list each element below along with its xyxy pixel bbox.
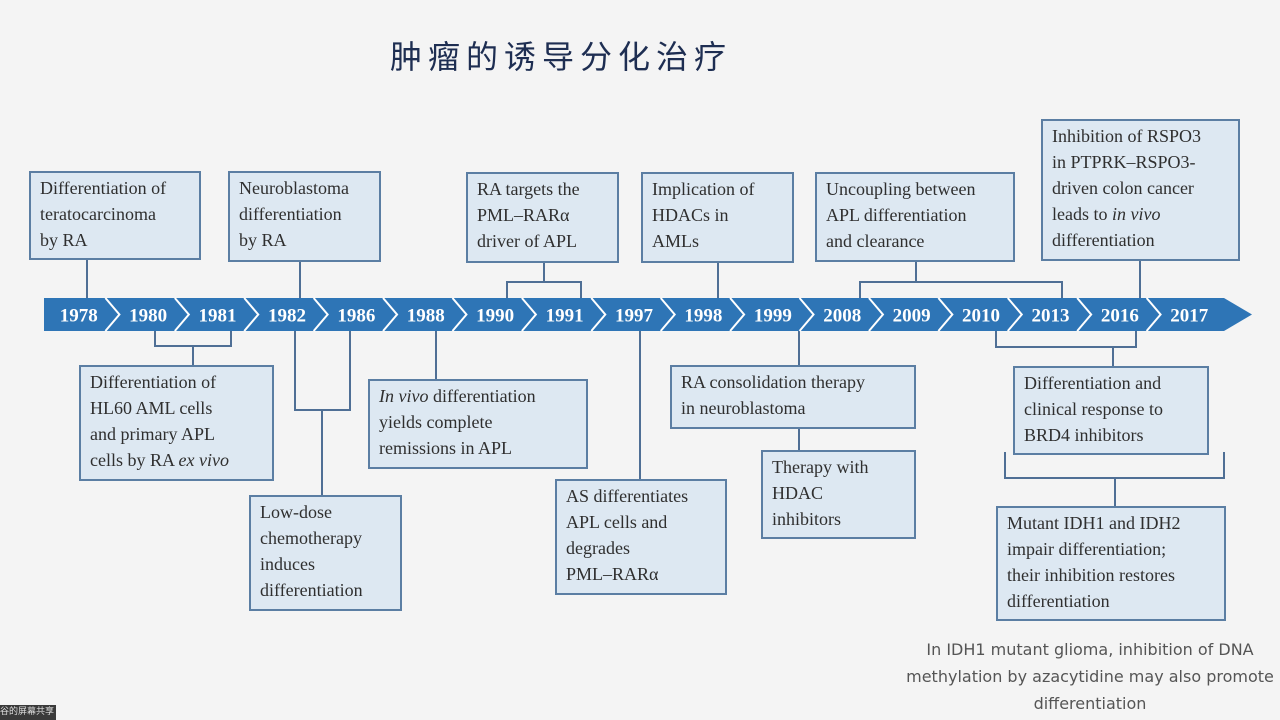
screen-share-label: 谷的屏幕共享 xyxy=(0,705,56,720)
event-box-1988: In vivo differentiation yields complete … xyxy=(368,379,588,469)
year-separator xyxy=(1076,297,1093,332)
year-separator xyxy=(1145,297,1162,332)
year-label: 2010 xyxy=(962,306,1000,327)
timeline-band: 1978 1980 1981 1982 1986 1988 1990 1991 1997 1998… xyxy=(44,297,1252,332)
connector-lines xyxy=(86,259,1225,507)
event-box-2008-2013: Uncoupling between APL differentiation a… xyxy=(815,172,1015,262)
year-label: 1981 xyxy=(199,306,237,327)
year-separator xyxy=(451,297,468,332)
year-separator xyxy=(174,297,191,332)
year-separator xyxy=(312,297,329,332)
year-label: 1998 xyxy=(684,306,722,327)
event-box-1982: Neuroblastoma differentiation by RA xyxy=(228,171,381,262)
year-separator xyxy=(659,297,677,332)
event-box-1978: Differentiation of teratocarcinoma by RA xyxy=(29,171,201,260)
year-label: 1988 xyxy=(407,306,445,327)
year-label: 2009 xyxy=(893,306,931,327)
year-label: 1980 xyxy=(129,306,167,327)
event-box-idh: Mutant IDH1 and IDH2 impair differentiat… xyxy=(996,506,1226,621)
event-box-1980-1981: Differentiation of HL60 AML cells and pr… xyxy=(79,365,274,481)
event-box-2016: Inhibition of RSPO3 in PTPRK–RSPO3- driv… xyxy=(1041,119,1240,261)
year-label: 1986 xyxy=(337,306,375,327)
year-separator xyxy=(798,297,815,332)
event-box-1999-hdac: Therapy with HDAC inhibitors xyxy=(761,450,916,539)
year-separator xyxy=(104,297,121,332)
year-separator xyxy=(521,297,538,332)
year-label: 2016 xyxy=(1101,306,1139,327)
year-label: 1997 xyxy=(615,306,654,327)
year-separator xyxy=(729,297,746,332)
year-label: 1999 xyxy=(754,306,792,327)
year-separator xyxy=(243,297,260,332)
event-box-1990-1991: RA targets the PML–RARα driver of APL xyxy=(466,172,619,263)
year-label: 2013 xyxy=(1031,306,1069,327)
year-label: 2008 xyxy=(823,306,861,327)
year-separator xyxy=(868,297,885,332)
year-label: 2017 xyxy=(1170,306,1209,327)
year-label: 1982 xyxy=(268,306,306,327)
year-label: 1991 xyxy=(546,306,584,327)
event-box-1982-1986: Low-dose chemotherapy induces differenti… xyxy=(249,495,402,611)
year-separator xyxy=(1007,297,1024,332)
year-separator xyxy=(382,297,399,332)
event-box-2010-2016: Differentiation and clinical response to… xyxy=(1013,366,1209,455)
year-separator xyxy=(937,297,954,332)
page-title: 肿瘤的诱导分化治疗 xyxy=(390,38,733,76)
year-label: 1978 xyxy=(60,306,98,327)
event-box-1997: AS differentiates APL cells and degrades… xyxy=(555,479,727,595)
event-box-1999-consolidation: RA consolidation therapy in neuroblastom… xyxy=(670,365,916,429)
year-separator xyxy=(590,297,607,332)
timeline-band-arrow xyxy=(44,298,1252,331)
event-box-1998: Implication of HDACs in AMLs xyxy=(641,172,794,263)
year-label: 1990 xyxy=(476,306,514,327)
idh1-glioma-note: In IDH1 mutant glioma, inhibition of DNA… xyxy=(906,640,1274,713)
